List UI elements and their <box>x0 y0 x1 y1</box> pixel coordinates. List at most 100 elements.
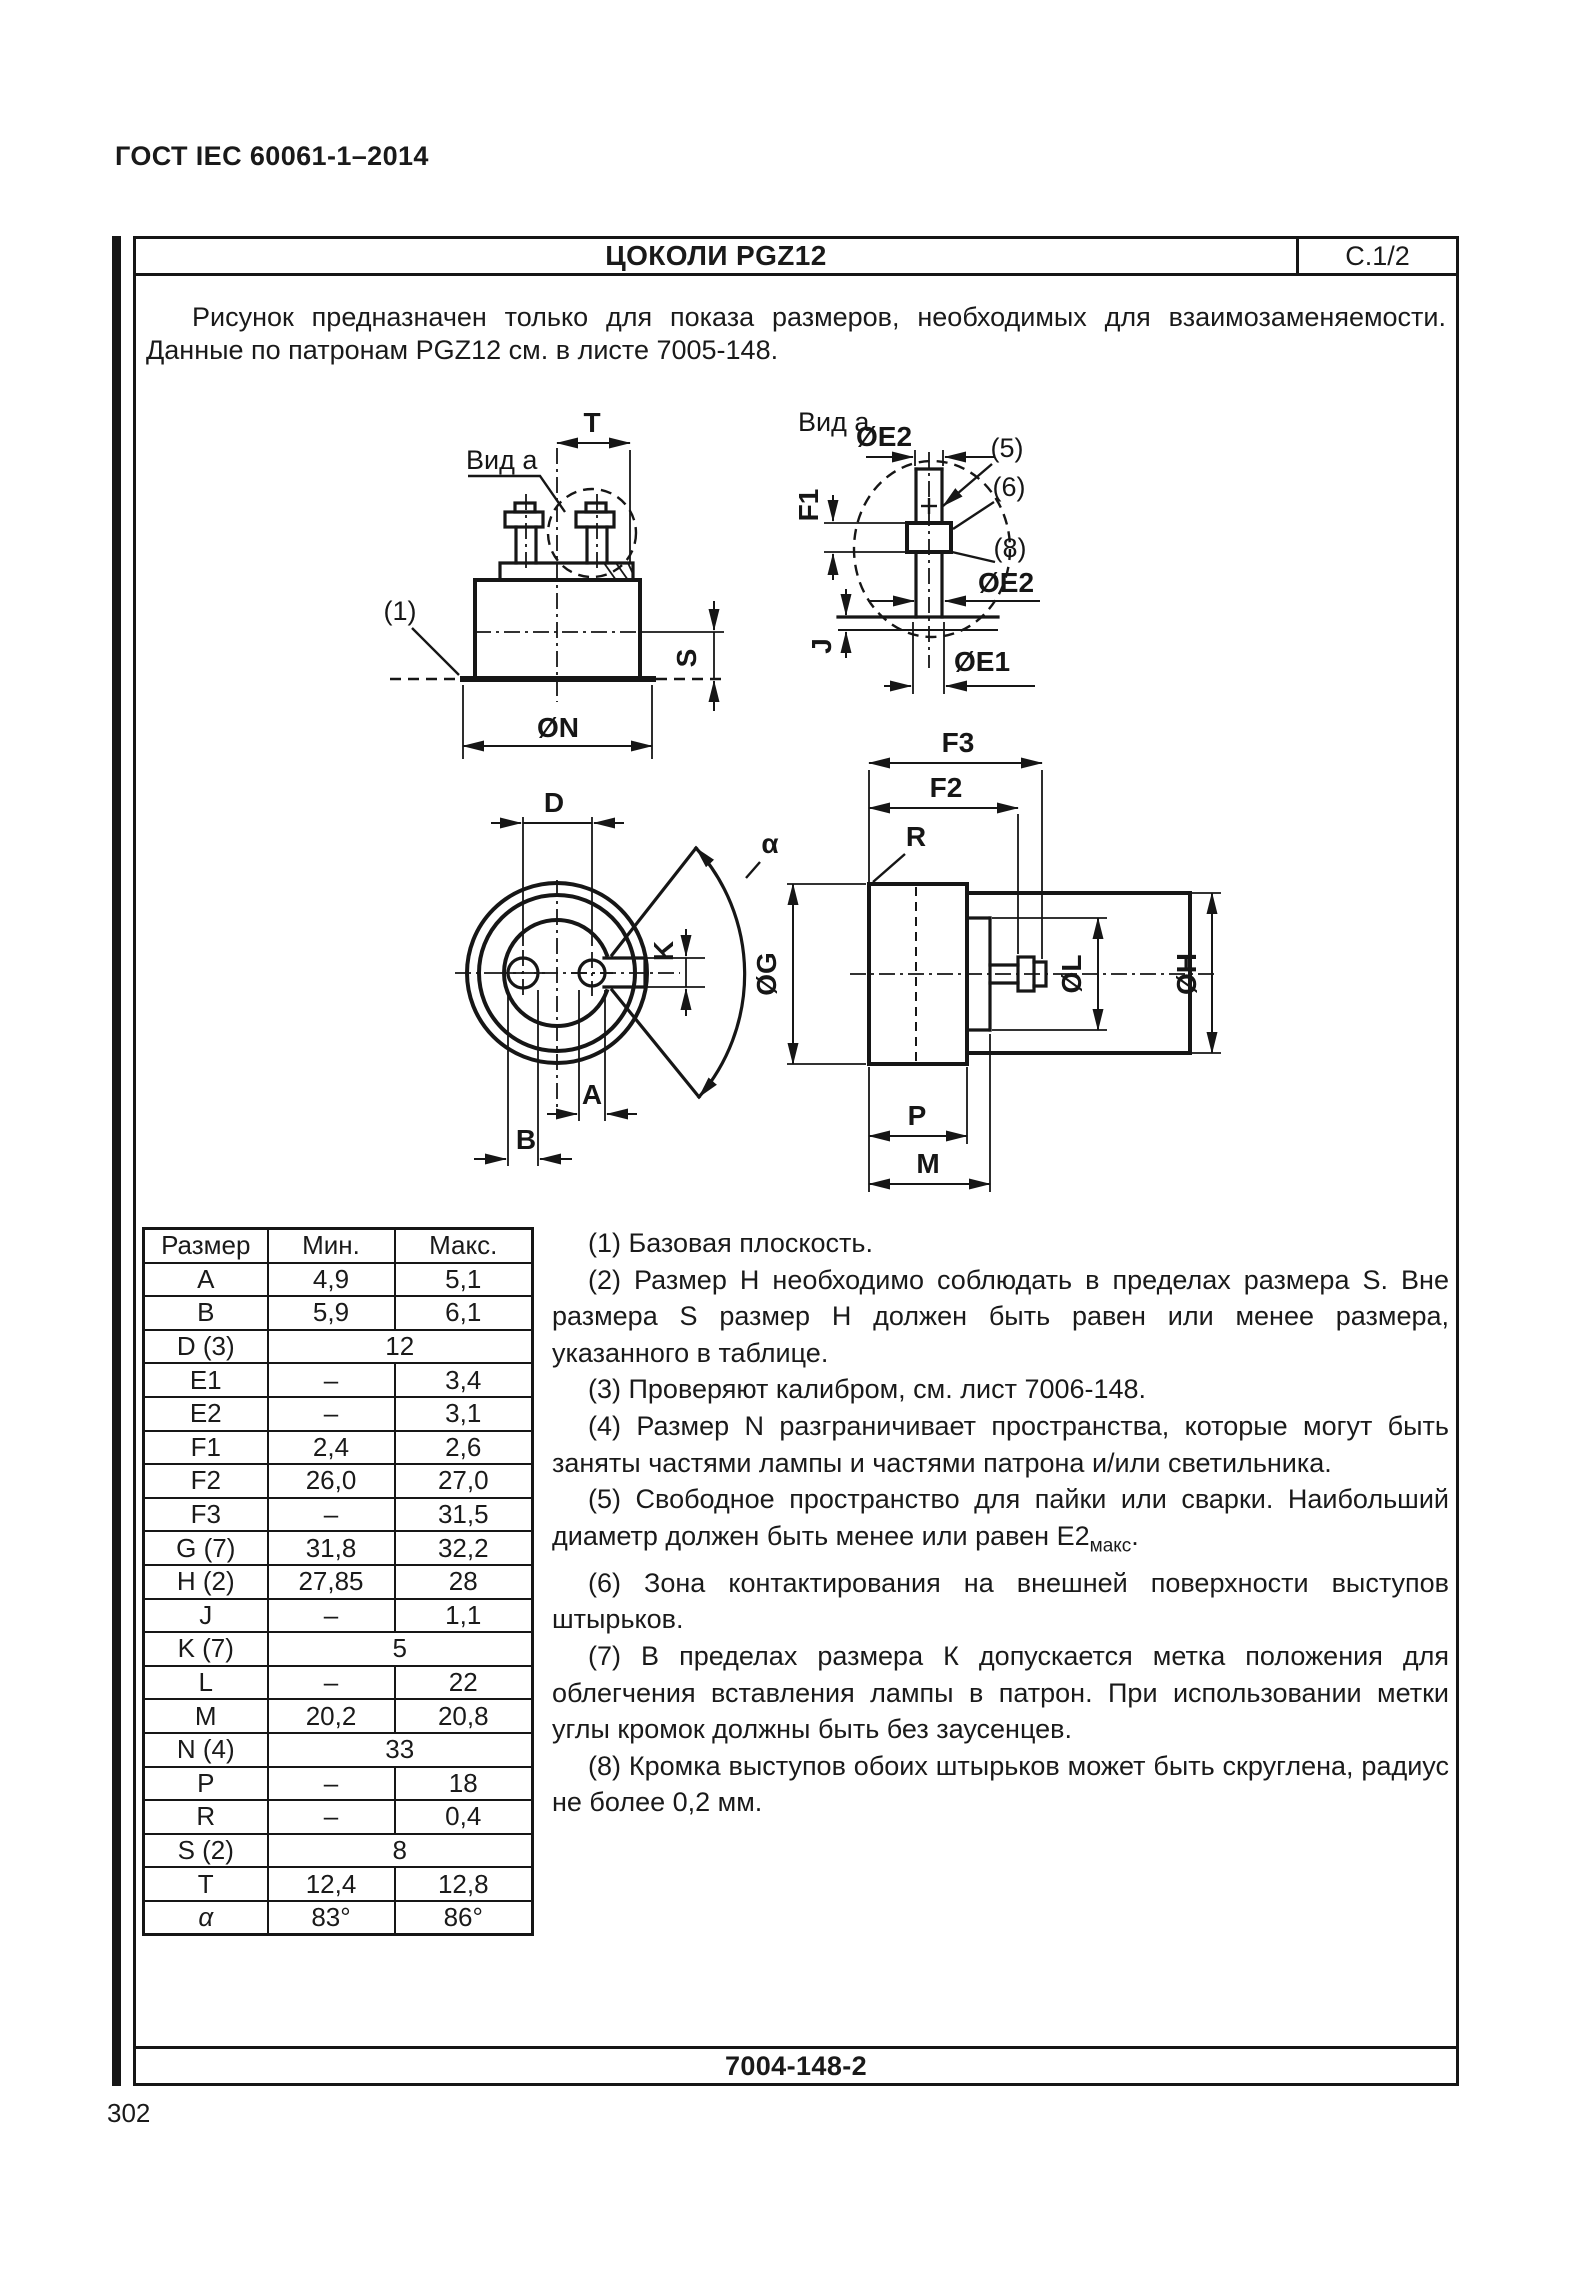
max-cell: 32,2 <box>393 1530 534 1566</box>
max-cell: 1,1 <box>393 1597 534 1634</box>
size-cell: T <box>142 1866 269 1902</box>
max-cell: 3,1 <box>393 1395 534 1432</box>
dim-label-dia-g: ØG <box>751 952 782 996</box>
max-cell: 18 <box>393 1765 534 1802</box>
dim-label-f2: F2 <box>930 772 963 803</box>
callout-1: (1) <box>384 596 417 626</box>
min-cell: – <box>266 1395 396 1432</box>
table-row: N (4)33 <box>142 1731 534 1768</box>
min-cell: 26,0 <box>266 1463 396 1499</box>
intro-paragraph: Рисунок предназначен только для показа р… <box>146 301 1446 367</box>
note-5-subscript: макс <box>1089 1535 1132 1557</box>
sheet-header: ЦОКОЛИ PGZ12 С.1/2 <box>136 239 1456 276</box>
table-row: E1–3,4 <box>142 1362 534 1398</box>
max-cell: 0,4 <box>393 1799 534 1835</box>
size-cell: H (2) <box>142 1563 269 1600</box>
note-5: (5) Свободное пространство для пайки или… <box>552 1484 1449 1557</box>
size-cell: F2 <box>142 1463 269 1499</box>
table-row: F3–31,5 <box>142 1496 534 1533</box>
standard-code: ГОСТ IEC 60061-1–2014 <box>115 141 429 171</box>
callout-5: (5) <box>991 433 1024 463</box>
dim-label-d: D <box>544 787 564 818</box>
note-6: (6) Зона контактирования на внешней пове… <box>552 1567 1449 1635</box>
dim-label-dia-e1: ØE1 <box>954 646 1010 677</box>
sheet-frame: ЦОКОЛИ PGZ12 С.1/2 7004-148-2 <box>133 236 1459 2086</box>
max-cell: 27,0 <box>393 1463 534 1499</box>
technical-drawing: Вид a T (1) ØN S <box>384 407 1221 1192</box>
note-2: (2) Размер Н необходимо соблюдать в пред… <box>552 1264 1449 1368</box>
table-row: R–0,4 <box>142 1799 534 1835</box>
min-cell: – <box>266 1765 396 1802</box>
note-7: (7) В пределах размера К допускается мет… <box>552 1640 1449 1745</box>
view-cap-side: Вид a T (1) ØN S <box>384 407 726 759</box>
dim-label-r: R <box>906 821 926 852</box>
header-min: Мин. <box>266 1227 396 1264</box>
min-cell: – <box>266 1664 396 1701</box>
dim-label-k: K <box>648 941 679 961</box>
intro-text: Рисунок предназначен только для показа р… <box>146 302 1446 365</box>
min-cell: 2,4 <box>266 1429 396 1466</box>
min-cell: – <box>266 1362 396 1398</box>
note-4: (4) Размер N разграничивает пространства… <box>552 1410 1449 1478</box>
sheet-title: ЦОКОЛИ PGZ12 <box>605 240 827 271</box>
dim-label-dia-l: ØL <box>1056 955 1087 994</box>
min-cell: 31,8 <box>266 1530 396 1566</box>
left-border-stripe <box>112 236 121 2086</box>
min-cell: 12,4 <box>266 1866 396 1902</box>
sheet-number: 7004-148-2 <box>136 2046 1456 2083</box>
max-cell: 22 <box>393 1664 534 1701</box>
view-pin-detail: Вид a ØE2 F1 (5) (6) (8) ØE2 J ØE1 <box>793 407 1040 694</box>
note-8: (8) Кромка выступов обоих штырьков может… <box>552 1750 1449 1818</box>
merged-value-cell: 33 <box>266 1731 534 1768</box>
dim-label-p: P <box>908 1100 927 1131</box>
dim-label-m: M <box>916 1148 939 1179</box>
merged-value-cell: 8 <box>266 1832 534 1869</box>
size-cell: E1 <box>142 1362 269 1398</box>
max-cell: 12,8 <box>393 1866 534 1902</box>
dim-label-alpha: α <box>761 828 778 859</box>
dim-label-b: B <box>516 1124 536 1155</box>
dim-label-t: T <box>583 407 600 438</box>
header-max: Макс. <box>393 1227 534 1264</box>
dim-label-dia-e2-top: ØE2 <box>856 421 912 452</box>
size-cell: A <box>142 1261 269 1298</box>
note-3: (3) Проверяют калибром, см. лист 7006-14… <box>588 1374 1147 1405</box>
max-cell: 86° <box>393 1899 534 1936</box>
dim-label-j: J <box>806 638 837 654</box>
size-cell: α <box>142 1899 269 1936</box>
max-cell: 2,6 <box>393 1429 534 1466</box>
min-cell: 83° <box>266 1899 396 1936</box>
notes-block: (1) Базовая плоскость. (2) Размер Н необ… <box>552 1225 1449 1821</box>
dim-label-s: S <box>671 649 702 668</box>
max-cell: 28 <box>393 1563 534 1600</box>
size-cell: G (7) <box>142 1530 269 1566</box>
dim-label-f3: F3 <box>942 727 975 758</box>
max-cell: 3,4 <box>393 1362 534 1398</box>
dim-label-dia-n: ØN <box>537 712 579 743</box>
page-number: 302 <box>107 2098 151 2128</box>
view-a-label-2: Вид a <box>798 407 870 437</box>
merged-value-cell: 5 <box>266 1631 534 1667</box>
table-row: E2–3,1 <box>142 1395 534 1432</box>
callout-6: (6) <box>993 472 1026 502</box>
size-cell: N (4) <box>142 1731 269 1768</box>
min-cell: – <box>266 1597 396 1634</box>
table-row: P–18 <box>142 1765 534 1802</box>
size-cell: R <box>142 1799 269 1835</box>
view-cap-face: D α K A B <box>455 787 779 1166</box>
size-cell: B <box>142 1295 269 1331</box>
view-holder-profile: F3 F2 R ØG ØL ØH P M <box>751 727 1221 1192</box>
table-row: D (3)12 <box>142 1328 534 1365</box>
size-cell: E2 <box>142 1395 269 1432</box>
size-cell: M <box>142 1698 269 1734</box>
max-cell: 6,1 <box>393 1295 534 1331</box>
merged-value-cell: 12 <box>266 1328 534 1365</box>
dim-label-dia-e2-right: ØE2 <box>978 567 1034 598</box>
min-cell: – <box>266 1799 396 1835</box>
